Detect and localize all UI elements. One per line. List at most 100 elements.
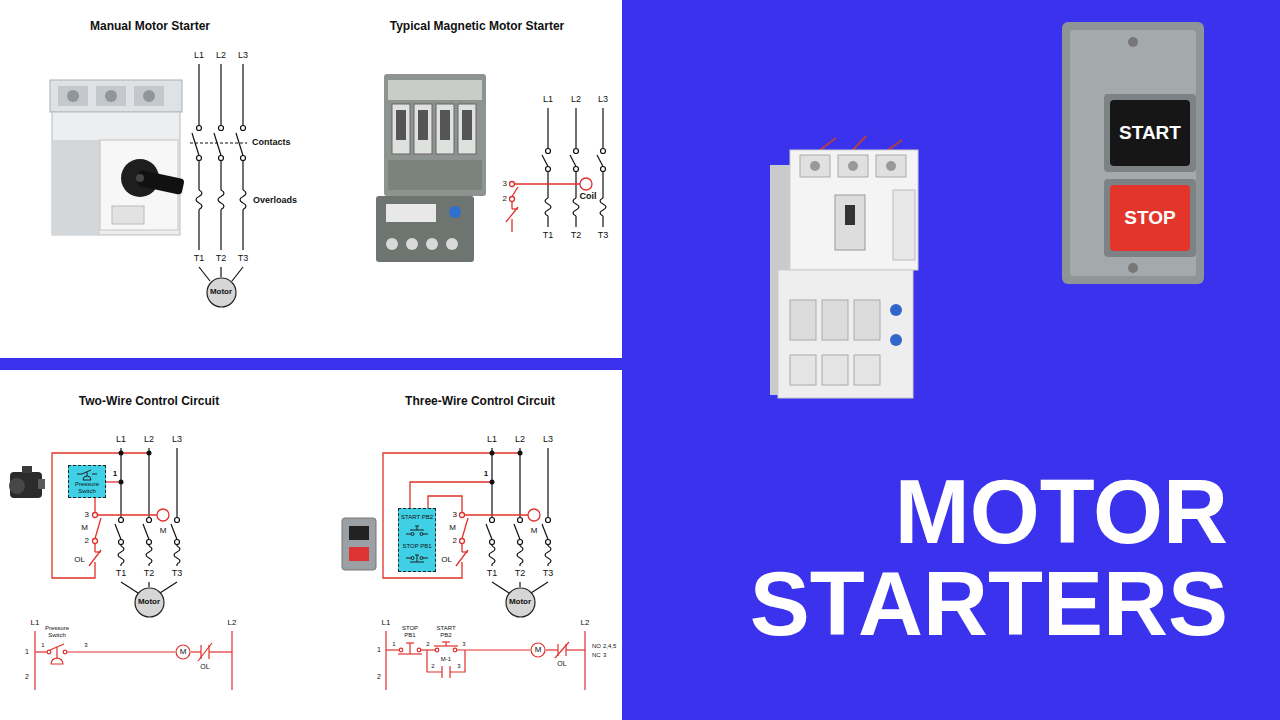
pushbutton-box: START PB2STOP PB1: [398, 508, 436, 572]
junction-dot: [518, 451, 523, 456]
two-wire-schematic: [119, 518, 124, 523]
circuit-label: NO: [592, 643, 601, 650]
circuit-label: T3: [598, 231, 609, 241]
control-wire: [460, 513, 465, 518]
three-wire-schematic: [519, 582, 520, 587]
circuit-label: 2: [453, 537, 457, 546]
circle-outline: [506, 588, 535, 617]
control-wire: [93, 513, 98, 518]
two-wire-schematic: [174, 546, 180, 564]
contact-symbol: [406, 558, 411, 559]
circuit-label: L1: [382, 619, 391, 628]
circuit-label: 3: [503, 180, 507, 189]
magnetic-schematic: [601, 167, 606, 172]
magnetic-schematic: [601, 149, 606, 154]
circuit-label: OL: [557, 660, 566, 668]
panel-title: Manual Motor Starter: [90, 20, 210, 33]
circuit-label: 2: [377, 673, 381, 681]
circuit-label: Pressure Switch: [42, 625, 72, 638]
ladder-two-wire: [35, 631, 232, 690]
ladder-three-wire: [566, 649, 585, 650]
motor-circle: Motor: [206, 277, 237, 308]
contactor-photo: [810, 161, 820, 171]
pushbutton-station-photo: [1070, 30, 1196, 276]
junction-dot: [119, 480, 124, 485]
node-text: START PB2: [401, 514, 433, 521]
ladder-two-wire: [231, 631, 232, 690]
contact-symbol: [417, 526, 418, 530]
manual-schematic: [190, 64, 247, 281]
magnetic-schematic: [574, 149, 579, 154]
circuit-label: Overloads: [253, 196, 297, 206]
contact-symbol: [92, 474, 97, 475]
circuit-label: 3: [457, 663, 460, 670]
circuit-label: L2: [515, 435, 525, 445]
three-wire-schematic: [519, 564, 520, 566]
manual-starter-photo: [105, 90, 117, 102]
pressure-switch-photo: [22, 466, 32, 473]
ladder-two-wire: [51, 658, 63, 664]
circle-outline: [531, 643, 545, 657]
circuit-label: L3: [598, 95, 608, 105]
control-wire: [515, 183, 581, 184]
magnetic-starter-photo: [386, 204, 436, 222]
control-wire: [98, 514, 158, 515]
ladder-three-wire: [385, 631, 386, 690]
manual-starter-photo: [67, 90, 79, 102]
manual-schematic: [220, 267, 221, 277]
manual-schematic: [196, 190, 202, 210]
control-wire: [95, 518, 101, 539]
ladder-three-wire: [406, 642, 414, 643]
contact-symbol: [75, 468, 99, 480]
contactor-photo: [820, 136, 902, 150]
three-wire-schematic: [518, 518, 523, 523]
control-wire: [52, 453, 169, 578]
circuit-label: L2: [228, 619, 237, 628]
control-wire: [511, 219, 512, 232]
two-wire-schematic: [147, 540, 152, 545]
magnetic-schematic: [546, 149, 551, 154]
circuit-label: 2: [431, 663, 434, 670]
magnetic-starter-photo: [388, 160, 482, 190]
magnetic-schematic: [573, 198, 579, 216]
two-wire-schematic: [118, 546, 124, 564]
ladder-three-wire: [453, 648, 457, 652]
panel-title: Two-Wire Control Circuit: [79, 395, 219, 408]
ladder-two-wire: [191, 651, 201, 652]
ladder-two-wire: [209, 651, 232, 652]
magnetic-starter-photo: [418, 110, 428, 140]
manual-schematic: [242, 210, 243, 251]
magnetic-starter-photo: [386, 238, 398, 250]
manual-starter-photo: [50, 80, 185, 235]
contact-symbol: [405, 554, 429, 566]
circuit-label: T2: [571, 231, 582, 241]
manual-schematic: [192, 133, 199, 156]
start-button: START: [1110, 100, 1190, 166]
circuit-label: L2: [581, 619, 590, 628]
circuit-label: M: [449, 524, 456, 533]
circuit-label: NC: [592, 652, 601, 659]
circuit-label: M: [531, 527, 538, 536]
magnetic-schematic: [547, 172, 548, 199]
magnetic-schematic: [575, 172, 576, 199]
ladder-three-wire: [427, 650, 442, 672]
contactor-photo: [790, 300, 816, 340]
control-wire: [580, 178, 592, 190]
circuit-label: L2: [144, 435, 154, 445]
contactor-photo: [790, 150, 918, 270]
magnetic-schematic: [602, 108, 603, 149]
circuit-label: 1: [484, 470, 488, 479]
coil-symbol: M: [175, 644, 191, 660]
ladder-three-wire: [457, 649, 530, 650]
circuit-label: 3: [603, 652, 606, 659]
control-wire: [93, 539, 98, 544]
contactor-photo: [886, 161, 896, 171]
contact-symbol: [405, 525, 429, 537]
two-wire-schematic: [143, 524, 149, 540]
manual-schematic: [241, 156, 246, 161]
contact-symbol: [423, 534, 428, 535]
circuit-label: T2: [216, 254, 227, 264]
node-text: Motor: [509, 598, 531, 607]
